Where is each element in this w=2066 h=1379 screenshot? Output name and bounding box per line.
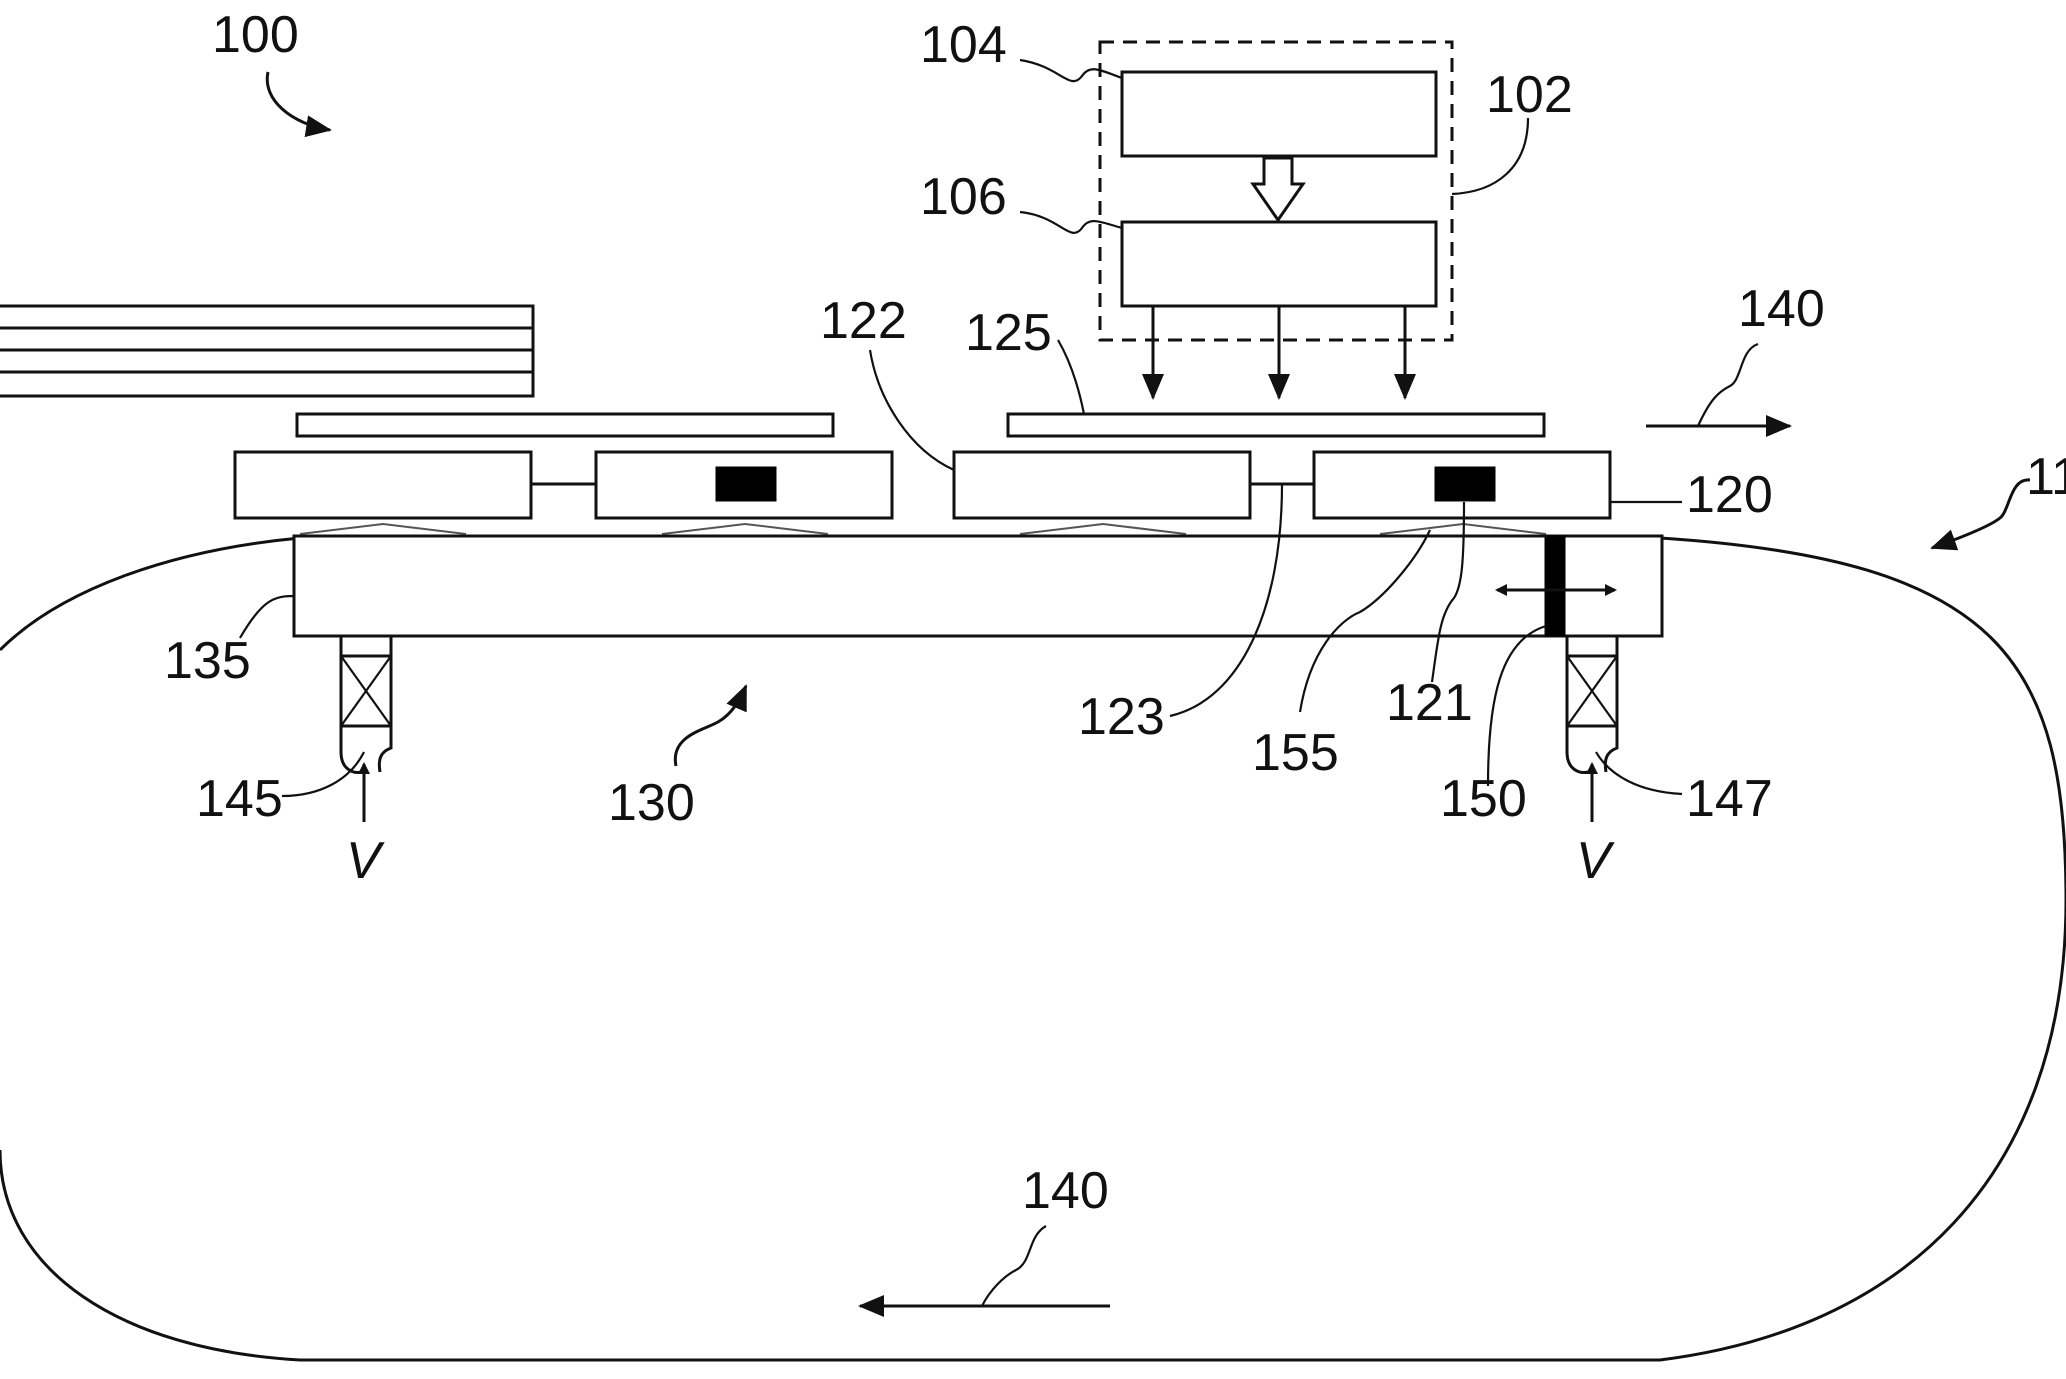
- unit-102: [1098, 40, 1454, 342]
- label-125: 125: [965, 304, 1052, 362]
- leader-lines: [239, 58, 2031, 1307]
- conveyor-loop-left: [0, 536, 301, 652]
- magnet-left: [715, 466, 777, 502]
- label-122: 122: [820, 292, 907, 350]
- track-135: [292, 534, 1664, 638]
- label-121: 121: [1386, 674, 1473, 732]
- reference-labels: 100 104 102 106 11 140 122 125 120 135 1…: [164, 6, 2066, 1220]
- actuator-150: [1544, 535, 1566, 637]
- label-106: 106: [920, 168, 1007, 226]
- label-110: 11: [2026, 448, 2066, 506]
- vacuum-post-147: [1565, 634, 1619, 774]
- label-140-bottom: 140: [1022, 1162, 1109, 1220]
- hollow-arrow: [1250, 156, 1306, 223]
- label-130: 130: [608, 774, 695, 832]
- carrier-feet: [299, 522, 1547, 535]
- label-135: 135: [164, 632, 251, 690]
- block-106: [1120, 220, 1438, 308]
- label-102: 102: [1486, 66, 1573, 124]
- conveyor-loop: [0, 536, 2066, 1362]
- label-123: 123: [1078, 688, 1165, 746]
- label-104: 104: [920, 16, 1007, 74]
- label-145: 145: [196, 770, 283, 828]
- label-v-left: V: [346, 832, 385, 890]
- label-140-top: 140: [1738, 280, 1825, 338]
- label-100: 100: [212, 6, 299, 64]
- carrier-left-a: [233, 450, 533, 520]
- vacuum-post-145: [339, 634, 393, 774]
- label-150: 150: [1440, 770, 1527, 828]
- block-104: [1120, 70, 1438, 158]
- substrate-left: [295, 412, 835, 438]
- sheet-stack: [0, 304, 535, 398]
- label-155: 155: [1252, 724, 1339, 782]
- label-v-right: V: [1576, 832, 1615, 890]
- carrier-122: [952, 450, 1252, 520]
- label-120: 120: [1686, 466, 1773, 524]
- label-147: 147: [1686, 770, 1773, 828]
- magnet-121: [1434, 466, 1496, 502]
- substrate-125: [1006, 412, 1546, 438]
